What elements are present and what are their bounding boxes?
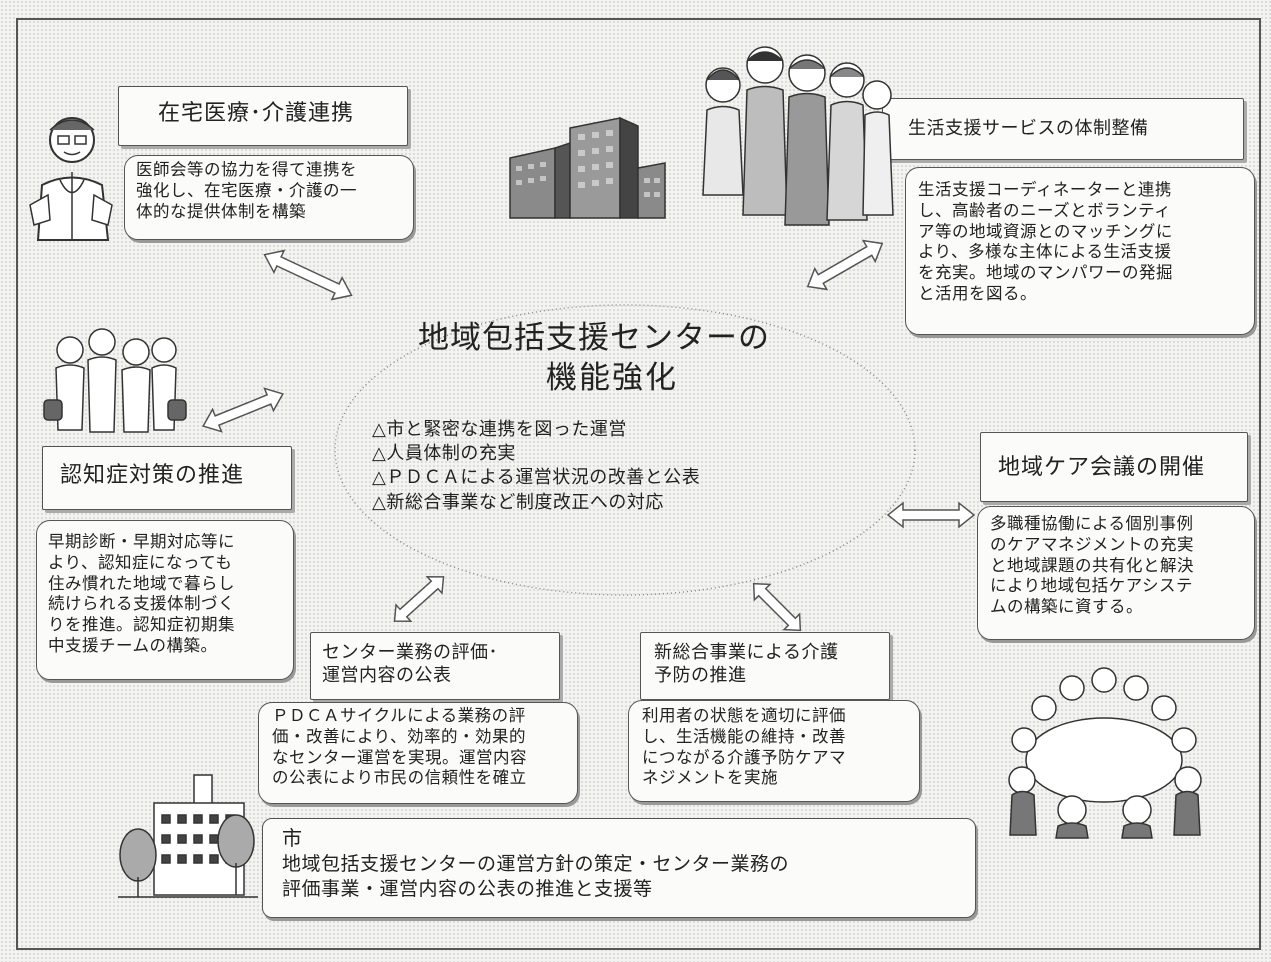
center-bullet-4: △新総合事業など制度改正への対応 [372, 492, 664, 513]
doctor-illustration [29, 117, 113, 241]
home-care-desc-box [124, 155, 414, 240]
home-care-title-box [118, 86, 408, 146]
evaluation-title: センター業務の評価･ 運営内容の公表 [322, 642, 498, 686]
care-meeting-title-box [980, 432, 1248, 502]
arrow-home-care [263, 249, 353, 301]
dementia-title: 認知症対策の推進 [60, 463, 245, 488]
outer-frame [16, 18, 1261, 950]
center-bullet-1: △市と緊密な連携を図った運営 [372, 419, 627, 440]
city-hall-illustration [118, 774, 258, 898]
evaluation-desc-box [258, 702, 578, 804]
arrow-care-meeting [886, 501, 976, 529]
buildings-illustration [509, 116, 666, 219]
center-bullet-2: △人員体制の充実 [372, 443, 516, 464]
care-staff-illustration [43, 328, 187, 433]
arrow-life-support [806, 239, 884, 291]
prevention-desc: 利用者の状態を適切に評価 し、生活機能の維持・改善 につながる介護予防ケアマ ネ… [642, 706, 846, 788]
home-care-desc: 医師会等の協力を得て連携を 強化し、在宅医療・介護の一 体的な提供体制を構築 [136, 160, 357, 221]
elderly-group-illustration [702, 46, 894, 226]
life-support-title-box [882, 98, 1244, 160]
prevention-desc-box [628, 700, 920, 802]
arrow-evaluation [393, 576, 445, 622]
evaluation-title-box [310, 632, 560, 700]
arrow-dementia [202, 387, 284, 433]
life-support-title: 生活支援サービスの体制整備 [908, 118, 1149, 139]
prevention-title: 新総合事業による介護 予防の推進 [654, 642, 839, 686]
care-meeting-title: 地域ケア会議の開催 [998, 455, 1206, 480]
city-box [262, 818, 976, 918]
dementia-desc: 早期診断・早期対応等に より、認知症になっても 住み慣れた地域で暮らし 続けられ… [48, 532, 235, 655]
dementia-desc-box [36, 520, 294, 680]
care-meeting-desc: 多職種協働による個別事例 のケアマネジメントの充実 と地域課題の共有化と解決 に… [990, 514, 1194, 617]
center-bullet-3: △ＰＤＣＡによる運営状況の改善と公表 [372, 467, 701, 488]
evaluation-desc: ＰＤＣＡサイクルによる業務の評 価・改善により、効率的・効果的 なセンター運営を… [272, 706, 527, 788]
meeting-circle-illustration [1008, 667, 1202, 839]
city-title: 市 [282, 826, 302, 850]
arrow-prevention [752, 582, 802, 632]
center-title-line1: 地域包括支援センターの [418, 320, 770, 356]
center-title-line2: 機能強化 [546, 360, 678, 396]
care-meeting-desc-box [977, 506, 1255, 640]
home-care-title: 在宅医療･介護連携 [158, 101, 355, 126]
life-support-desc: 生活支援コーディネーターと連携 し、高齢者のニーズとボランティ ア等の地域資源と… [918, 180, 1173, 303]
life-support-desc-box [905, 167, 1255, 335]
dementia-title-box [42, 446, 292, 510]
prevention-title-box [640, 632, 890, 700]
city-desc: 地域包括支援センターの運営方針の策定・センター業務の 評価事業・運営内容の公表の… [282, 853, 790, 900]
center-ellipse-shape [334, 304, 916, 596]
